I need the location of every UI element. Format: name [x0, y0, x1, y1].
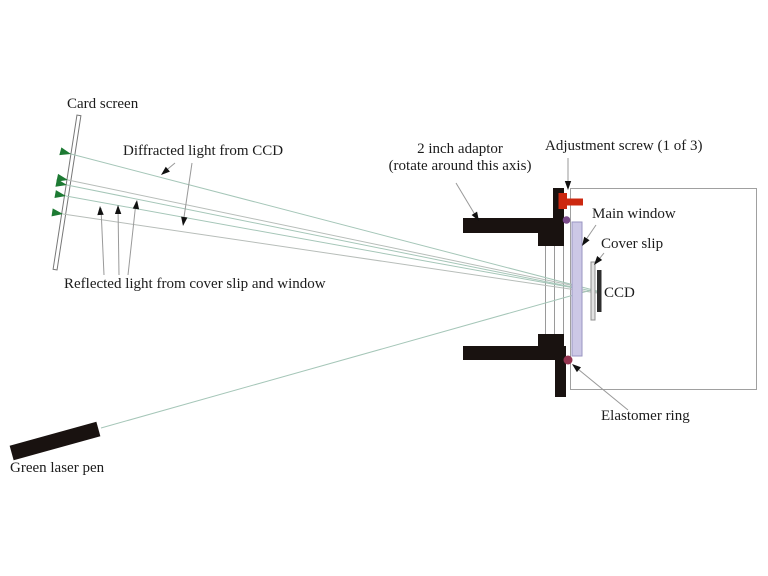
label-adaptor-line2: (rotate around this axis): [388, 158, 532, 175]
beam-diffracted-1: [70, 153, 598, 292]
laser-pen-shape: [9, 421, 101, 461]
leader-reflected-2: [117, 206, 120, 276]
adaptor-bottom-flange: [555, 346, 566, 397]
arrowhead-icon: [471, 211, 479, 221]
adaptor-bottom-step: [538, 334, 564, 346]
arrowhead-icon: [564, 181, 572, 190]
arrowhead-icon: [97, 206, 104, 216]
label-reflected-light: Reflected light from cover slip and wind…: [64, 276, 326, 292]
card-screen-shape: [52, 114, 82, 271]
beam-hit-arrow-icon: [59, 147, 71, 156]
leader-adaptor: [455, 182, 478, 219]
arrowhead-icon: [132, 200, 140, 210]
label-diffracted-light: Diffracted light from CCD: [123, 143, 284, 159]
adjustment-screw-shaft: [558, 198, 583, 206]
oring-top-shape: [562, 216, 571, 224]
label-adaptor-line1: 2 inch adaptor: [417, 141, 503, 157]
beam-hit-arrow-icon: [56, 173, 68, 182]
main-window-shape: [571, 221, 583, 357]
leader-elastomer-ring: [572, 364, 629, 411]
beam-diffracted-2: [66, 184, 598, 293]
beam-hit-arrow-icon: [51, 208, 63, 217]
laser-beam: [100, 288, 596, 429]
label-elastomer-ring: Elastomer ring: [601, 408, 690, 424]
label-ccd: CCD: [604, 285, 635, 301]
adaptor-bottom-bar: [463, 346, 556, 360]
ccd-shape: [597, 270, 602, 312]
arrowhead-icon: [582, 236, 590, 246]
beam-hit-arrow-icon: [55, 178, 67, 187]
leader-reflected-3: [127, 201, 137, 276]
arrowhead-icon: [161, 166, 170, 175]
beam-reflected-3: [62, 213, 598, 294]
elastomer-ring-shape: [563, 355, 573, 365]
label-green-laser-pen: Green laser pen: [10, 460, 105, 476]
leader-diffracted-b: [182, 162, 193, 225]
arrowhead-icon: [181, 216, 188, 226]
label-main-window: Main window: [592, 206, 676, 222]
adaptor-top-bar: [463, 218, 556, 233]
beam-reflected-1: [67, 179, 581, 288]
beam-hit-arrow-icon: [54, 190, 66, 198]
leader-reflected-1: [100, 207, 105, 276]
label-cover-slip: Cover slip: [601, 236, 664, 252]
adaptor-top-flange: [553, 188, 564, 246]
arrowhead-icon: [594, 255, 603, 265]
label-card-screen: Card screen: [67, 96, 139, 112]
arrowhead-icon: [114, 205, 122, 215]
beam-reflected-2: [65, 195, 581, 290]
cover-slip-shape: [590, 261, 596, 321]
label-adaptor: 2 inch adaptor (rotate around this axis): [372, 141, 548, 176]
label-adjustment-screw: Adjustment screw (1 of 3): [545, 138, 703, 154]
arrowhead-icon: [572, 364, 581, 373]
